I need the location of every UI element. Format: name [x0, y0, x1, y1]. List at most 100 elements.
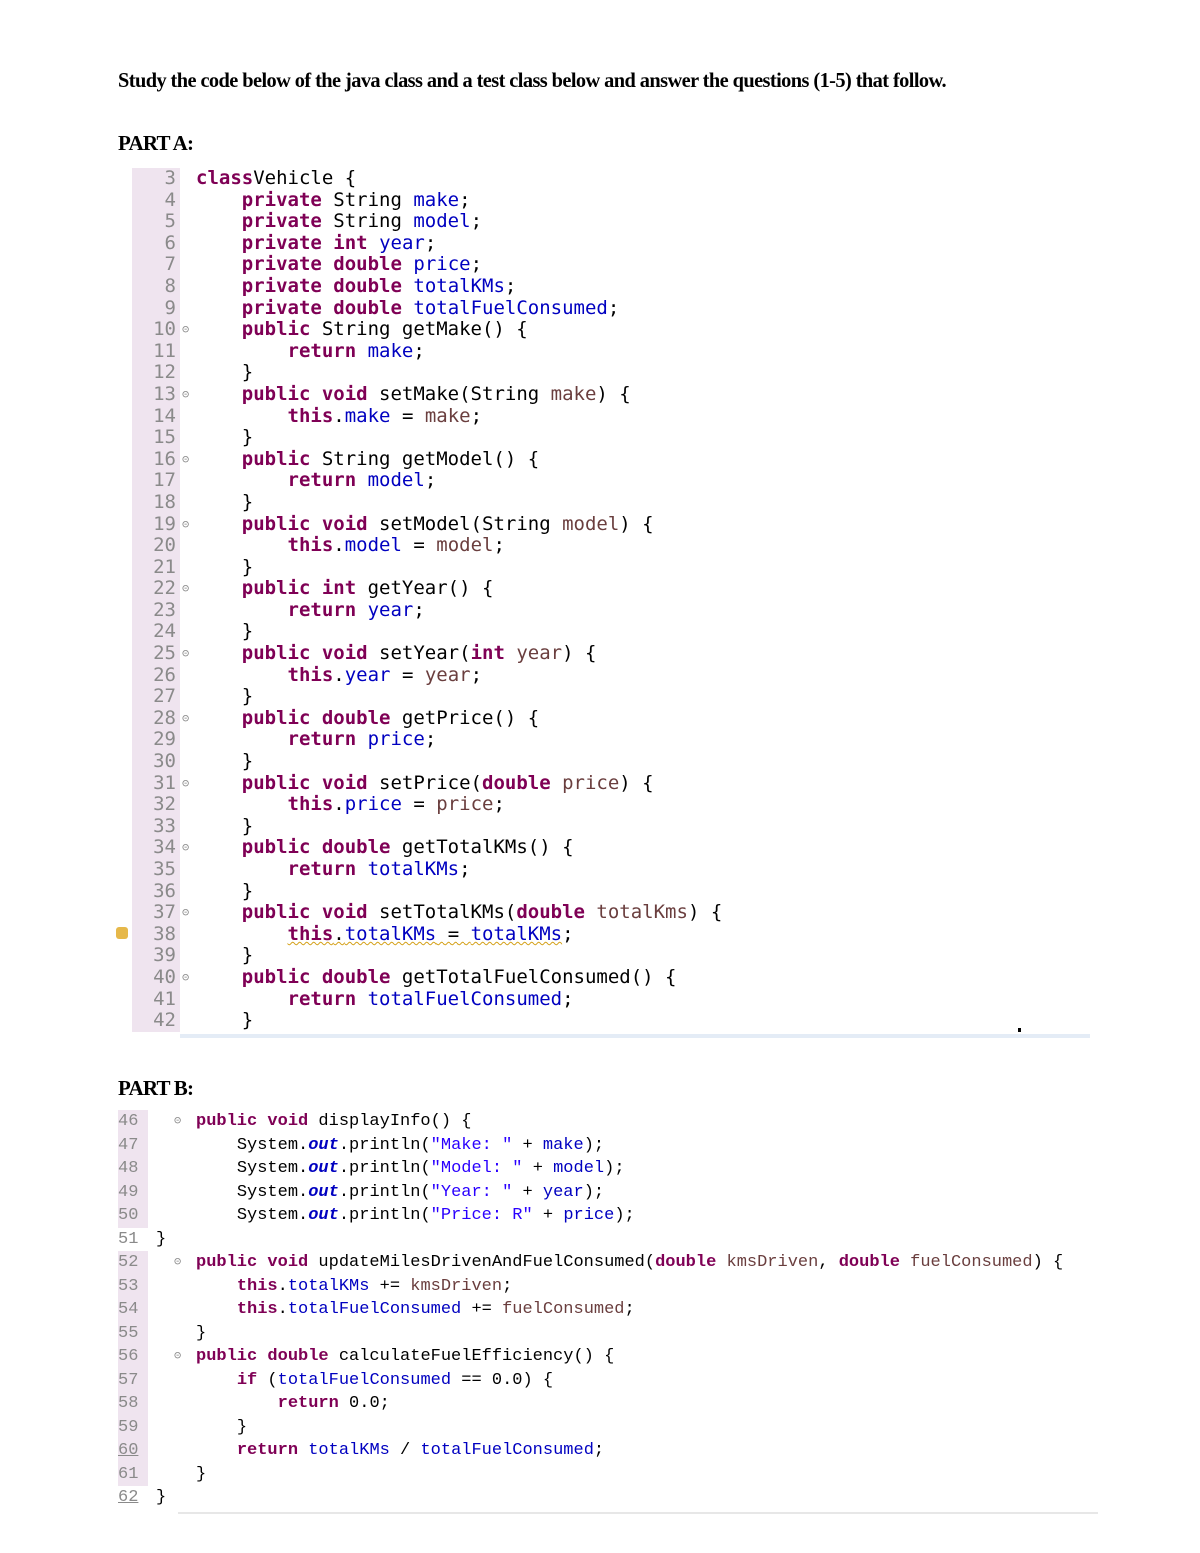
- line-number: 26: [132, 664, 180, 687]
- code-line: 35 return totalKMs;: [118, 858, 1090, 881]
- code-text: return totalKMs;: [287, 858, 471, 880]
- code-text: System.out.println("Model: " + model);: [236, 1159, 625, 1178]
- code-text: private double totalFuelConsumed;: [241, 296, 620, 319]
- code-text: public double getPrice() {: [241, 706, 540, 729]
- code-line: 56 ⊝ public double calculateFuelEfficiency…: [118, 1345, 1098, 1369]
- line-number: 7: [132, 254, 180, 276]
- fold-toggle-icon[interactable]: ⊝: [174, 1255, 182, 1269]
- code-line: 57 if (totalFuelConsumed == 0.0) {: [118, 1368, 1098, 1392]
- code-text: }: [241, 1009, 254, 1032]
- code-line: 22⊝ public int getYear() {: [118, 577, 1090, 600]
- line-number: 41: [132, 988, 180, 1011]
- warning-icon[interactable]: [116, 926, 128, 939]
- fold-toggle-icon[interactable]: ⊝: [182, 969, 190, 984]
- code-line: 53 this.totalKMs += kmsDriven;: [118, 1274, 1098, 1298]
- line-number: 23: [132, 599, 180, 622]
- code-text: return totalFuelConsumed;: [287, 987, 574, 1010]
- code-line: 15 }: [118, 426, 1090, 449]
- code-text: }: [241, 490, 254, 513]
- code-text: public String getMake() {: [241, 318, 528, 341]
- code-text: public String getModel() {: [241, 447, 540, 470]
- code-line: 25⊝ public void setYear(int year) {: [118, 642, 1090, 665]
- fold-toggle-icon[interactable]: ⊝: [182, 386, 190, 401]
- code-text: }: [241, 879, 254, 902]
- fold-toggle-icon[interactable]: ⊝: [182, 581, 190, 596]
- code-text: }: [241, 426, 254, 449]
- line-number: 17: [132, 470, 180, 492]
- line-number: 56: [118, 1345, 148, 1369]
- code-line: 33 }: [118, 815, 1090, 838]
- line-number: 58: [118, 1392, 148, 1416]
- editor-bottom-border: [178, 1511, 1098, 1514]
- line-number: 13: [132, 383, 180, 406]
- line-number: 25: [132, 642, 180, 665]
- code-line: 20 this.model = model;: [118, 534, 1090, 557]
- fold-toggle-icon[interactable]: ⊝: [182, 451, 190, 466]
- code-line: 9 private double totalFuelConsumed;: [118, 296, 1090, 320]
- code-text: }: [241, 944, 254, 967]
- code-line: 24 }: [118, 620, 1090, 644]
- fold-toggle-icon[interactable]: ⊝: [182, 646, 190, 661]
- code-text: public void updateMilesDrivenAndFuelCons…: [196, 1253, 1064, 1272]
- code-line: 42 }: [118, 1009, 1090, 1032]
- code-text: }: [241, 750, 254, 773]
- fold-toggle-icon[interactable]: ⊝: [182, 516, 190, 531]
- code-text: private String model;: [241, 210, 483, 233]
- code-text: public void setTotalKMs(double totalKms)…: [241, 901, 723, 924]
- code-line: 21 }: [118, 556, 1090, 579]
- line-number: 20: [132, 534, 180, 557]
- code-text: }: [241, 685, 254, 708]
- fold-toggle-icon[interactable]: ⊝: [182, 710, 190, 725]
- line-number: 37: [132, 901, 180, 924]
- fold-toggle-icon[interactable]: ⊝: [182, 775, 190, 790]
- line-number: 33: [132, 815, 180, 838]
- code-line: 37⊝ public void setTotalKMs(double total…: [118, 901, 1090, 924]
- code-text: return model;: [287, 469, 437, 492]
- code-text: public void setPrice(double price) {: [241, 771, 654, 794]
- code-line: 62}: [118, 1486, 1098, 1510]
- code-line: 59 }: [118, 1415, 1098, 1439]
- code-text: System.out.println("Year: " + year);: [236, 1182, 605, 1202]
- code-text: if (totalFuelConsumed == 0.0) {: [236, 1370, 554, 1390]
- line-number: 24: [132, 621, 180, 644]
- fold-toggle-icon[interactable]: ⊝: [174, 1114, 182, 1128]
- fold-toggle-icon[interactable]: ⊝: [182, 905, 190, 920]
- code-text: this.price = price;: [287, 793, 505, 816]
- line-number: 51: [118, 1229, 139, 1249]
- code-line: 11 return make;: [118, 340, 1090, 363]
- part-b-code-listing: 46⊝public void displayInfo() {47 System.…: [118, 1110, 1098, 1514]
- line-number: 30: [132, 750, 180, 773]
- line-number: 49: [118, 1180, 148, 1204]
- line-number: 52: [118, 1251, 148, 1275]
- stray-mark: [1018, 1028, 1021, 1032]
- line-number: 42: [132, 1009, 180, 1032]
- fold-toggle-icon[interactable]: ⊝: [182, 322, 190, 337]
- code-line: 13⊝ public void setMake(String make) {: [118, 383, 1090, 406]
- line-number: 48: [118, 1157, 148, 1181]
- code-text: }: [241, 620, 254, 643]
- code-line: 32 this.price = price;: [118, 793, 1090, 816]
- code-line: 5 private String model;: [118, 210, 1090, 233]
- code-text: public void displayInfo() {: [196, 1112, 472, 1131]
- code-line: 12 }: [118, 362, 1090, 384]
- part-b-heading: PART B:: [118, 1076, 194, 1100]
- line-number: 22: [132, 577, 180, 600]
- code-text: public void setYear(int year) {: [241, 642, 597, 665]
- code-line: 7 private double price;: [118, 254, 1090, 276]
- fold-toggle-icon[interactable]: ⊝: [174, 1349, 182, 1363]
- code-line: 61}: [118, 1462, 1098, 1486]
- code-line: 10⊝ public String getMake() {: [118, 318, 1090, 341]
- line-number: 34: [132, 837, 180, 859]
- code-line: 34⊝ public double getTotalKMs() {: [118, 837, 1090, 859]
- code-text: return price;: [287, 728, 437, 751]
- code-line: 36 }: [118, 879, 1090, 903]
- line-number: 36: [132, 880, 180, 903]
- code-text: public double calculateFuelEfficiency() …: [196, 1347, 615, 1366]
- line-number: 57: [118, 1368, 148, 1392]
- fold-toggle-icon[interactable]: ⊝: [182, 840, 190, 855]
- code-line: 46⊝public void displayInfo() {: [118, 1110, 1098, 1134]
- line-number: 3: [132, 167, 180, 190]
- code-line: 51}: [118, 1228, 1098, 1252]
- line-number: 18: [132, 491, 180, 514]
